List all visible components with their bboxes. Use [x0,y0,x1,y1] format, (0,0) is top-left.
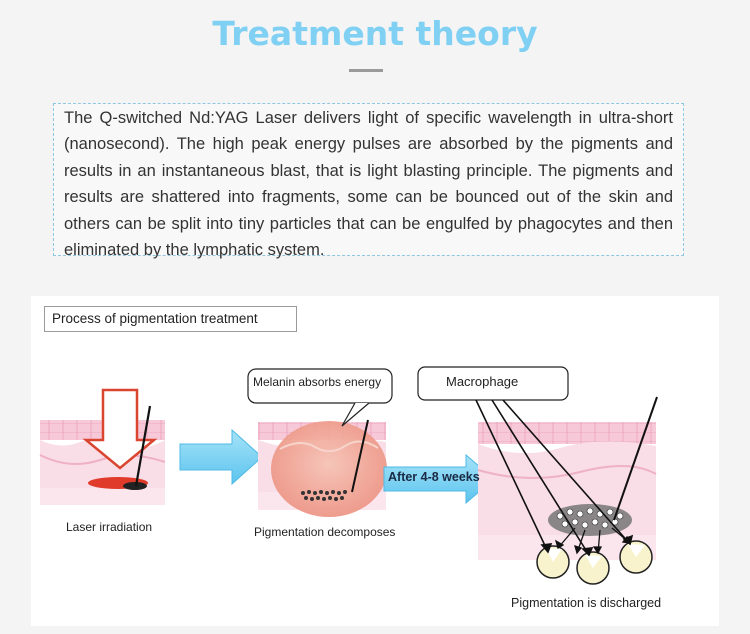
stage-arrow-1 [179,428,263,486]
process-title-label: Process of pigmentation treatment [44,306,297,332]
treatment-description: The Q-switched Nd:YAG Laser delivers lig… [53,103,684,259]
arrow-after-weeks-label: After 4-8 weeks [388,470,480,484]
caption-laser-irradiation: Laser irradiation [66,520,153,534]
pigment-fragment-particles [556,507,624,529]
energy-absorption-zone [271,421,387,517]
hair-shaft [613,396,658,521]
callout-melanin-pointer [341,402,370,427]
callout-macrophage-text: Macrophage [446,374,519,389]
page-title: Treatment theory [212,14,538,53]
callout-macrophage-box [417,366,569,401]
hair-shaft [351,419,369,493]
pigment-cluster [123,482,147,490]
callout-macrophage-pointers [475,399,634,557]
title-divider [349,69,383,72]
caption-pigmentation-decomposes: Pigmentation decomposes [254,525,396,539]
caption-pigmentation-discharged: Pigmentation is discharged [511,596,662,610]
laser-beam-arrow [82,388,158,470]
hair-shaft [134,405,152,487]
decomposed-pigment-dots [301,490,347,501]
callout-melanin-box [247,368,393,404]
absorption-ripple [279,440,379,453]
callout-melanin-text: Melanin absorbs energy [253,375,382,389]
macrophage-cells [536,540,653,585]
